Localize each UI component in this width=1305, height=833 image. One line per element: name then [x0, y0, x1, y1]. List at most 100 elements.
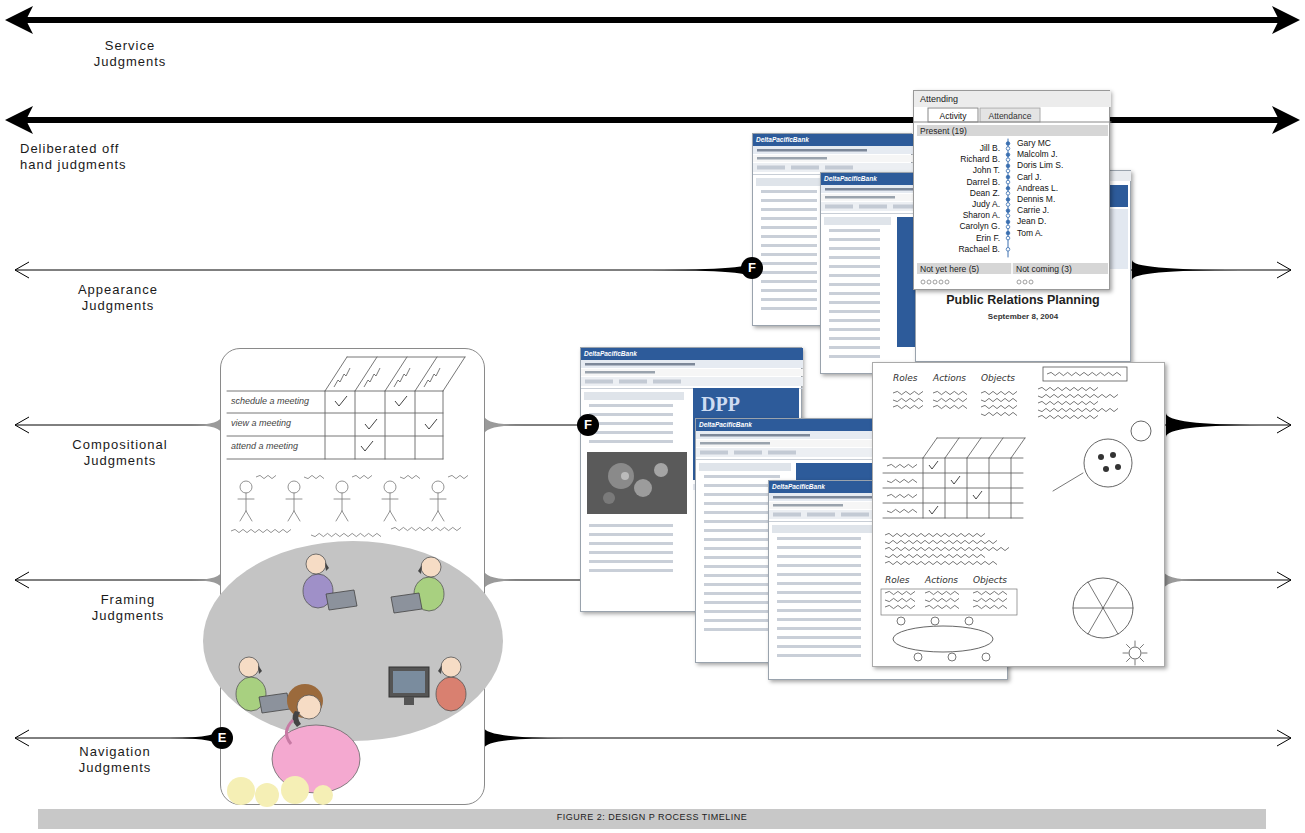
text-slot: Compositional Judgments [55, 437, 185, 468]
handwriting-scribble [925, 598, 959, 601]
ui-shape [585, 363, 695, 366]
text-slot: Erin F. [920, 233, 1000, 243]
ui-shape [756, 178, 828, 186]
illustration-part [391, 593, 422, 613]
text-slot: Deliberated off hand judgments [20, 141, 145, 172]
illustration-part [240, 481, 252, 493]
illustration-part [326, 590, 357, 610]
handwriting-scribble [887, 494, 917, 497]
ui-shape [700, 442, 770, 445]
ui-shape [761, 199, 817, 202]
ui-shape [585, 371, 655, 374]
text-slot: Judy A. [920, 199, 1000, 209]
text-slot: Carolyn G. [920, 221, 1000, 231]
attendee-name: Doris Lim S. [1017, 160, 1063, 170]
illustration-part [281, 776, 309, 804]
ui-shape [777, 654, 861, 657]
illustration-part [258, 665, 262, 674]
text-slot: Richard B. [920, 154, 1000, 164]
handwriting-scribble [256, 475, 276, 478]
sketch-line [438, 511, 444, 521]
ui-shape [881, 589, 1017, 615]
sketch-line [382, 499, 398, 500]
illustration-part [335, 396, 347, 406]
sketch-line [443, 357, 465, 391]
sketch-line [1011, 438, 1025, 458]
handwriting-scribble [391, 527, 461, 530]
node-illustration [914, 91, 1111, 291]
ui-shape [777, 555, 861, 558]
ui-shape [589, 431, 673, 434]
track-label: Deliberated off hand judgments [20, 141, 145, 172]
ui-shape [914, 91, 1111, 107]
brand-name: DeltaPacificBank [756, 136, 809, 144]
ui-shape [589, 569, 673, 572]
slide-logo: DPP [701, 392, 740, 416]
sketch-line [238, 499, 254, 500]
handwriting-scribble [1038, 408, 1118, 411]
ui-shape [821, 185, 971, 193]
ui-shape [704, 475, 780, 478]
text-slot: Malcolm J. [1017, 149, 1058, 159]
ui-shape [753, 134, 913, 146]
illustration-part [1006, 147, 1010, 151]
sketch-line [914, 122, 1111, 123]
attendee-name: Dennis M. [1017, 194, 1055, 204]
ui-shape [829, 337, 880, 340]
brand-name: DeltaPacificBank [772, 483, 825, 491]
track-label: Service Judgments [80, 38, 180, 69]
sketch-line [1127, 645, 1131, 649]
sketch-line [390, 493, 391, 511]
brand-name: DeltaPacificBank [584, 350, 637, 358]
ui-shape [761, 280, 817, 283]
text-slot: Navigation Judgments [60, 744, 170, 775]
ui-shape [859, 205, 887, 209]
track-line [24, 17, 1281, 23]
text-slot: Attending [920, 94, 958, 105]
illustration-part [239, 657, 259, 677]
illustration-part [287, 684, 323, 718]
text-slot: DeltaPacificBank [824, 175, 877, 183]
illustration-part [929, 506, 938, 514]
ui-shape [589, 440, 673, 443]
text-slot: Jean D. [1017, 216, 1046, 226]
illustration-group [916, 171, 1131, 269]
attendee-name: Rachael B. [920, 244, 1000, 254]
sketch-line [342, 493, 343, 511]
ui-shape [773, 504, 843, 507]
illustration-part [1006, 142, 1010, 146]
ui-shape [761, 217, 817, 220]
ui-shape [829, 229, 880, 232]
ui-shape [761, 262, 817, 265]
illustration-part [654, 463, 668, 477]
sketch-line [1053, 473, 1083, 491]
section-header: Not coming (3) [1016, 264, 1072, 274]
sketch-line [883, 518, 1023, 519]
ui-shape [734, 451, 762, 455]
ui-shape [841, 513, 869, 517]
callout-letter: F [577, 414, 599, 436]
illustration-part [325, 562, 329, 571]
attendee-name: Jean D. [1017, 216, 1046, 226]
sketch-line [883, 503, 1023, 504]
arrow-head [1277, 572, 1291, 588]
handwriting-scribble [1047, 372, 1121, 375]
handwriting-scribble [887, 479, 917, 482]
handwriting-scribble [925, 605, 959, 608]
illustration-part [1084, 439, 1132, 487]
illustration-part [1023, 280, 1027, 284]
attendee-name: Richard B. [920, 154, 1000, 164]
illustration-part [306, 554, 326, 574]
illustration-part [1006, 220, 1010, 224]
illustration-part [1006, 225, 1010, 229]
sketch-line [342, 511, 348, 521]
ui-shape [761, 208, 817, 211]
ui-shape [761, 253, 817, 256]
handwriting-scribble [1038, 401, 1098, 404]
ui-shape [829, 292, 880, 295]
sketch-line [945, 458, 946, 518]
ui-shape [653, 380, 681, 384]
ui-shape [928, 108, 978, 122]
attendee-name: Malcolm J. [1017, 149, 1058, 159]
ui-shape [584, 392, 684, 400]
